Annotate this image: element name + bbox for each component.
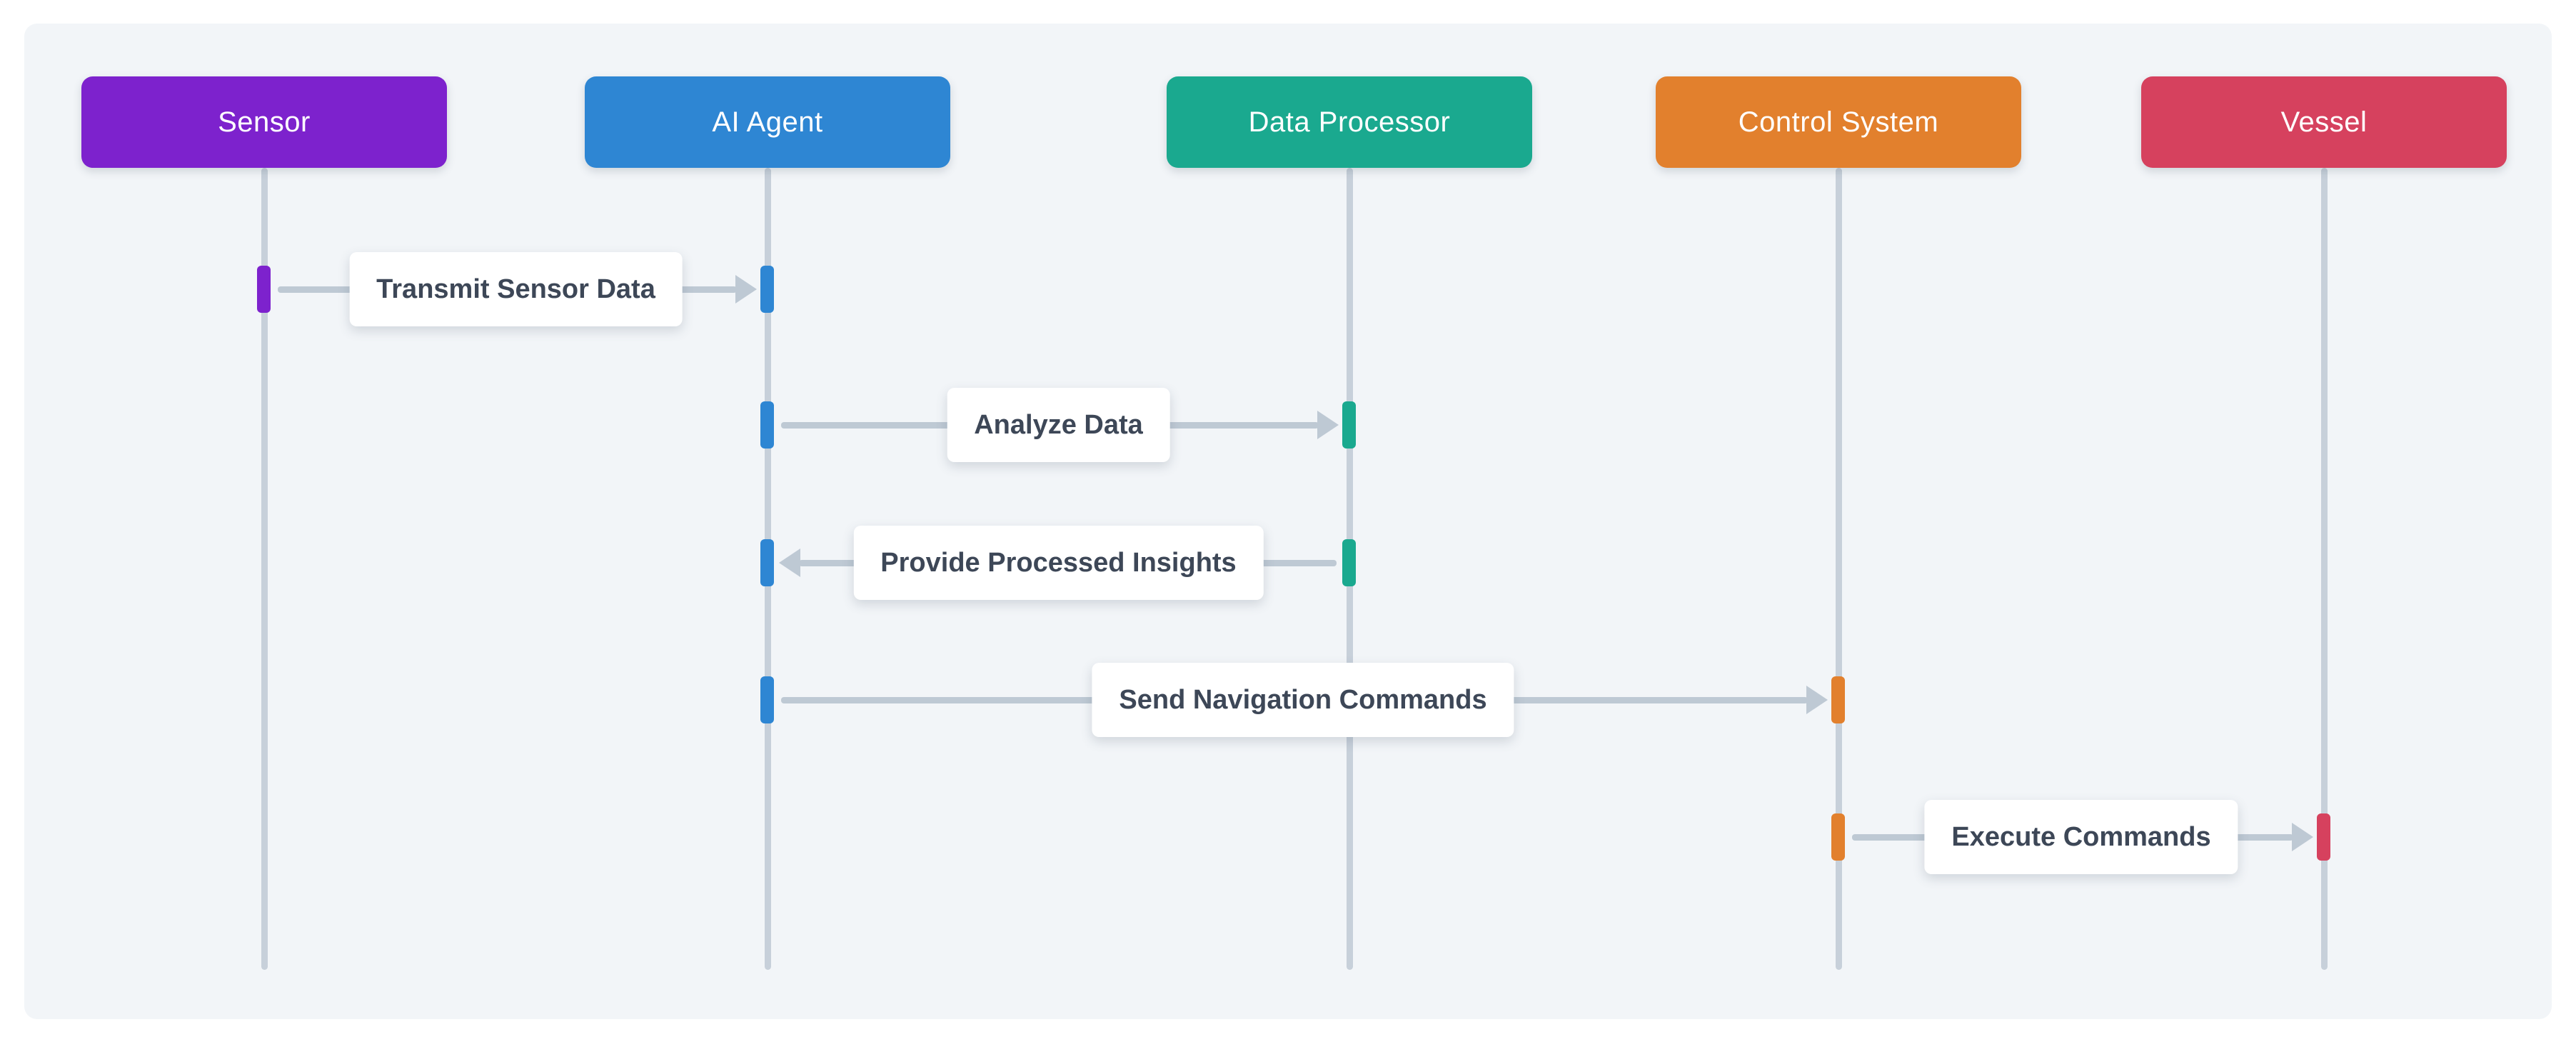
activation-bar-ai-agent [760,539,774,586]
message-label: Transmit Sensor Data [349,252,683,326]
actor-label: Data Processor [1248,106,1451,138]
actor-label: Sensor [218,106,311,138]
message-label: Execute Commands [1924,800,2238,874]
actor-sensor: Sensor [81,76,447,168]
message-label-text: Execute Commands [1951,822,2211,852]
actor-control-system: Control System [1656,76,2021,168]
lifeline-sensor [261,168,268,970]
message-arrowhead-icon [2291,823,2313,851]
message-label: Send Navigation Commands [1092,663,1514,737]
message-label-text: Analyze Data [974,410,1143,440]
activation-bar-sensor [257,266,271,313]
activation-bar-data-processor [1342,539,1356,586]
message-label-text: Send Navigation Commands [1119,685,1487,715]
message-label: Analyze Data [947,388,1170,462]
actor-vessel: Vessel [2141,76,2507,168]
activation-bar-data-processor [1342,401,1356,449]
message-arrowhead-icon [1806,686,1828,714]
message-label: Provide Processed Insights [853,526,1264,600]
activation-bar-ai-agent [760,266,774,313]
activation-bar-ai-agent [760,676,774,723]
message-arrowhead-icon [778,548,800,577]
activation-bar-ai-agent [760,401,774,449]
activation-bar-control-system [1831,676,1845,723]
message-arrowhead-icon [735,275,757,304]
lifeline-control-system [1836,168,1842,970]
lifeline-vessel [2321,168,2328,970]
activation-bar-vessel [2317,813,2330,861]
activation-bar-control-system [1831,813,1845,861]
message-arrowhead-icon [1317,411,1339,439]
message-label-text: Provide Processed Insights [880,548,1237,578]
actor-ai-agent: AI Agent [585,76,950,168]
actor-label: AI Agent [712,106,823,138]
actor-data-processor: Data Processor [1167,76,1532,168]
message-label-text: Transmit Sensor Data [376,274,655,304]
actor-label: Vessel [2280,106,2368,138]
actor-label: Control System [1738,106,1939,138]
